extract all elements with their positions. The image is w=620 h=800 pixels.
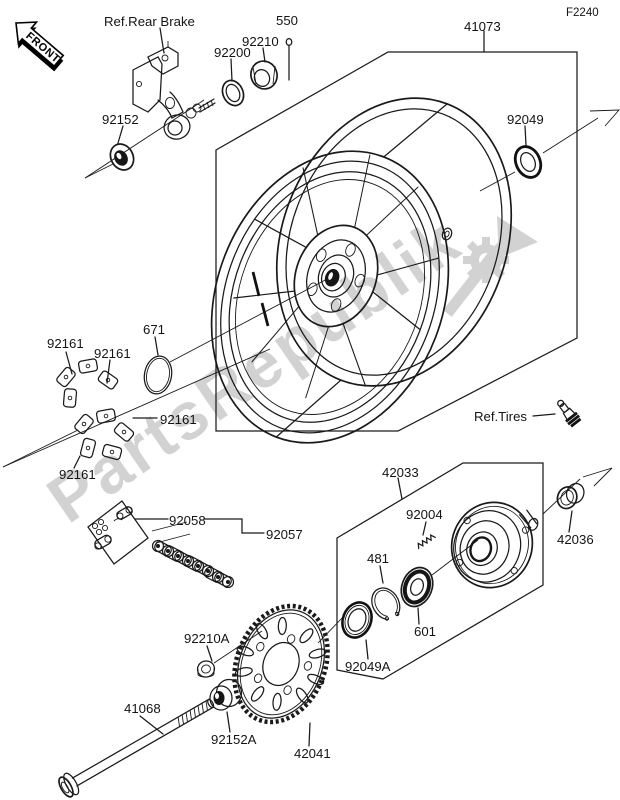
part-label-41068: 41068 xyxy=(124,701,161,716)
nut-92210-drawing xyxy=(250,60,278,90)
callout-boxes xyxy=(87,51,578,680)
chain-drawing xyxy=(151,539,235,589)
part-label-92152a: 92152A xyxy=(211,732,257,747)
part-label-92004: 92004 xyxy=(406,507,443,522)
logo-wrench xyxy=(443,247,501,317)
damper-92161-cluster-b xyxy=(74,408,135,461)
masterlink-callout-box xyxy=(87,500,149,565)
part-label-92152: 92152 xyxy=(102,112,139,127)
coupling-drawing xyxy=(450,501,539,589)
logo-flag xyxy=(497,216,538,258)
nut-92210a-drawing xyxy=(196,660,216,678)
valve-hole xyxy=(441,227,453,241)
cap-42036-drawing xyxy=(556,482,585,510)
part-label-92161-4: 92161 xyxy=(59,467,96,482)
part-label-92049: 92049 xyxy=(507,112,544,127)
part-label-92057: 92057 xyxy=(266,527,303,542)
leader-lines xyxy=(2,27,620,747)
damper-92161-cluster-a xyxy=(56,358,119,408)
coupling-callout-box xyxy=(336,462,544,680)
brake-bracket-drawing xyxy=(132,41,216,140)
part-label-92161-1: 92161 xyxy=(47,336,84,351)
collar-92152a-drawing xyxy=(209,678,243,711)
part-label-42041: 42041 xyxy=(294,746,331,761)
wheel-spokes xyxy=(233,154,439,399)
part-label-92058: 92058 xyxy=(169,513,206,528)
part-label-601: 601 xyxy=(414,624,436,639)
washer-92200-drawing xyxy=(221,79,245,107)
part-label-92200: 92200 xyxy=(214,45,251,60)
circlip-481-drawing xyxy=(371,587,401,621)
labels: F2240 Ref.Rear Brake 550 92210 92200 410… xyxy=(47,7,599,761)
ref-rear-brake-label: Ref.Rear Brake xyxy=(104,14,195,29)
bearing-601-drawing xyxy=(400,566,434,608)
pin-550-drawing xyxy=(285,37,293,81)
page-code-label: F2240 xyxy=(566,7,599,19)
part-label-92210a: 92210A xyxy=(184,631,230,646)
part-label-92049a: 92049A xyxy=(345,659,391,674)
oring-671-drawing xyxy=(143,355,173,395)
seal-92049-drawing xyxy=(513,145,543,179)
front-arrow-body xyxy=(15,21,65,68)
axle-drawing xyxy=(58,698,215,798)
wheel-callout-box xyxy=(215,51,578,432)
wheel-drawing xyxy=(210,97,513,444)
sprocket-drawing xyxy=(232,603,330,725)
seal-92049a-drawing xyxy=(341,601,373,639)
part-label-42036: 42036 xyxy=(557,532,594,547)
chain-rollers xyxy=(151,539,235,589)
part-label-481: 481 xyxy=(367,551,389,566)
part-label-550: 550 xyxy=(276,13,298,28)
part-label-92161-3: 92161 xyxy=(160,412,197,427)
seal-92152-drawing xyxy=(109,143,135,171)
stud-92004-drawing xyxy=(417,534,436,550)
watermark-text: PartsRepublik xyxy=(34,202,474,536)
watermark: PartsRepublik xyxy=(34,202,538,537)
ref-tires-label: Ref.Tires xyxy=(474,409,527,424)
masterlink-parts-drawing xyxy=(91,506,133,550)
part-label-92210: 92210 xyxy=(242,34,279,49)
part-label-41073: 41073 xyxy=(464,19,501,34)
part-label-42033: 42033 xyxy=(382,465,419,480)
part-label-671: 671 xyxy=(143,322,165,337)
part-label-92161-2: 92161 xyxy=(94,346,131,361)
wheel-hub xyxy=(293,224,379,328)
tire-valve-drawing xyxy=(557,399,582,428)
front-arrow: FRONT xyxy=(15,21,65,72)
